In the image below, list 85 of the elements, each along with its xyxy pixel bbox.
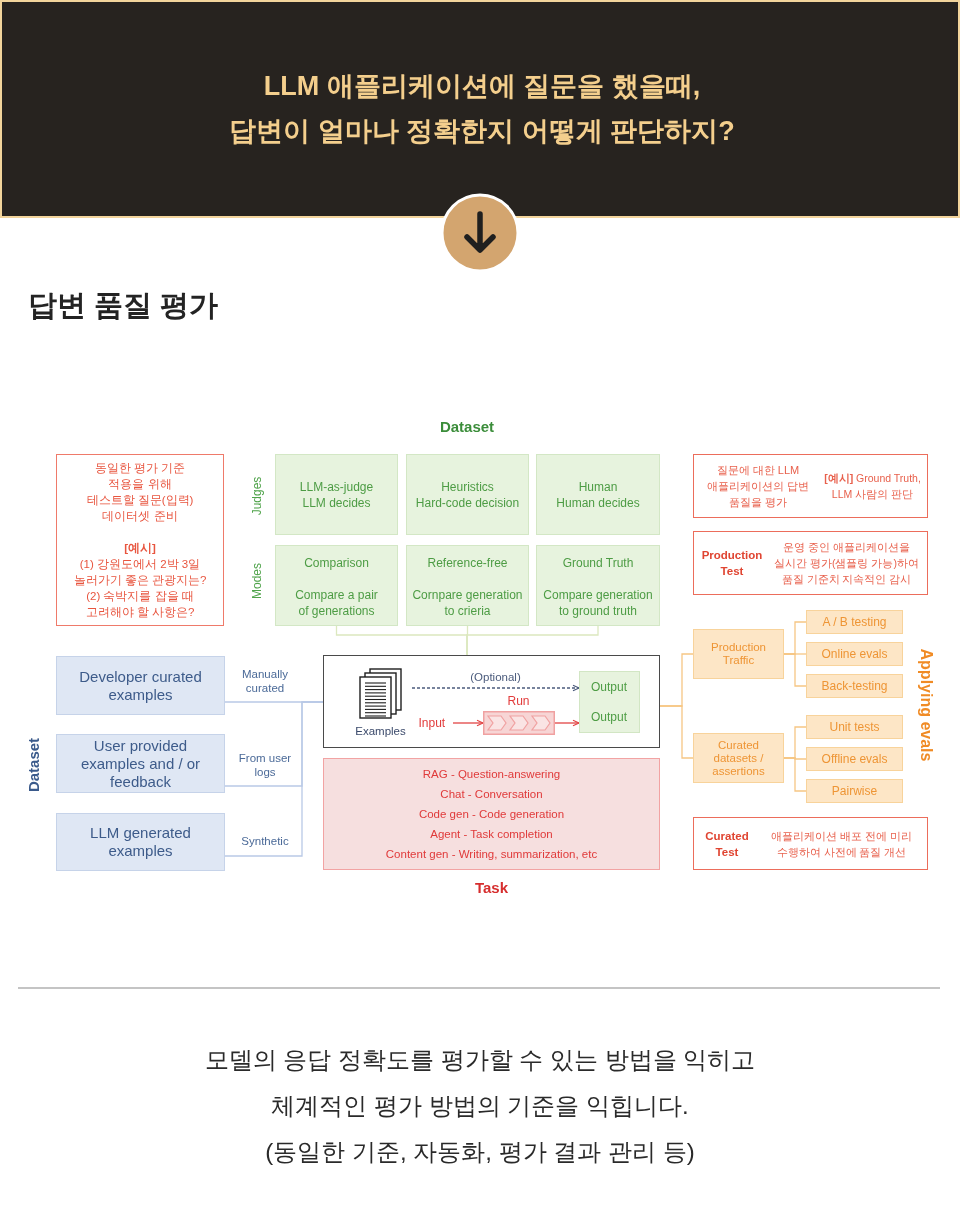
eval-method-box: [806, 674, 903, 698]
test-type-box: [693, 817, 928, 870]
eval-method-box: [806, 779, 903, 803]
note-text: 동일한 평가 기준 적용을 위해 테스트할 질문(입력) 데이터셋 준비: [85, 461, 195, 524]
example-text: [예시] Ground Truth, LLM 사람의 판단: [823, 471, 922, 502]
note-box: [693, 454, 928, 518]
card-description: LLM decides: [302, 494, 371, 511]
output-box: [578, 670, 640, 733]
source-text: LLM generated examples: [89, 824, 192, 860]
source-text: Developer curated examples: [78, 667, 203, 704]
input-label: Input: [418, 714, 446, 731]
card-description: Compare generation to ground truth: [542, 587, 654, 619]
row-label: Modes: [250, 563, 264, 599]
eval-group-box: [693, 629, 784, 679]
card-description: Hard-code decision: [415, 494, 520, 511]
task-item: Chat - Conversation: [440, 787, 543, 802]
arrow: [452, 719, 484, 727]
eval-method-text: A / B testing: [822, 615, 887, 629]
card-title: LLM-as-judge: [299, 478, 374, 495]
connector-line: [466, 625, 599, 656]
card-description: Human decides: [556, 494, 640, 511]
card-title: Reference-free: [427, 555, 508, 571]
judge-card: [275, 454, 398, 535]
caption-note: (동일한 기준, 자동화, 평가 결과 관리 등): [265, 1137, 695, 1167]
judge-card: [536, 454, 660, 535]
examples-label: Examples: [354, 723, 407, 738]
eval-method-box: [806, 715, 903, 739]
row-label: Judges: [250, 476, 264, 516]
group-heading: Applying evals: [917, 648, 935, 762]
source-text: User provided examples and / or feedback: [79, 736, 202, 791]
eval-method-box: [806, 747, 903, 771]
eval-method-box: [806, 610, 903, 634]
test-type-description: 운영 중인 애플리케이션을 실시간 평가(샘플링 가능)하여 품질 기준치 지속적인 감시: [773, 540, 920, 587]
task-item: Content gen - Writing, summarization, etc: [385, 847, 598, 862]
example-question: (2) 숙박지를 잡을 때 고려해야 할 사항은?: [84, 589, 196, 620]
test-type-title: Production Test: [700, 548, 764, 579]
arrow: [554, 719, 580, 727]
source-note: Manually curated: [241, 667, 289, 695]
connector-line: [783, 653, 807, 687]
source-note: Synthetic: [240, 834, 290, 848]
eval-method-box: [806, 642, 903, 666]
connector-line: [783, 757, 807, 792]
experiment-frame: [323, 655, 660, 748]
mode-card: [536, 545, 660, 626]
card-description: Cornpare generation to crieria: [411, 587, 524, 619]
eval-group-box: [693, 733, 784, 783]
note-box: [56, 454, 224, 626]
group-heading: Dataset: [439, 417, 495, 435]
mode-card: [275, 545, 398, 626]
eval-method-text: Pairwise: [831, 784, 878, 798]
card-title: Ground Truth: [562, 555, 634, 571]
group-heading: Dataset: [24, 737, 42, 793]
eval-method-text: Back-testing: [821, 679, 888, 693]
card-title: Heuristics: [441, 478, 494, 495]
test-type-title: Curated Test: [704, 828, 750, 860]
task-item: Code gen - Code generation: [418, 807, 565, 822]
example-heading: [예시]: [124, 541, 156, 556]
edge-label: (Optional): [468, 670, 523, 684]
card-description: Compare a pair of generations: [294, 587, 379, 619]
task-item: Agent - Task completion: [430, 827, 553, 842]
task-heading: Task: [473, 878, 510, 898]
eval-group-text: Production Traffic: [710, 641, 767, 667]
title-text: LLM 애플리케이션에 질문을 했을때, 답변이 얼마나 정확한지 어떻게 판단하지?: [228, 70, 736, 148]
example-question: (1) 강원도에서 2박 3일 놀러가기 좋은 관광지는?: [72, 557, 208, 588]
process-label: Run: [506, 692, 531, 709]
eval-group-text: Curated datasets / assertions: [711, 738, 766, 778]
test-type-description: 애플리케이션 배포 전에 미리 수행하여 사전에 품질 개선: [770, 828, 913, 860]
connector-line: [224, 701, 324, 857]
mode-card: [406, 545, 529, 626]
output-label: Output: [591, 708, 627, 725]
eval-method-text: Offline evals: [821, 752, 888, 766]
connector-line: [659, 705, 694, 759]
judge-card: [406, 454, 529, 535]
test-type-box: [693, 531, 928, 595]
caption-text: 모델의 응답 정확도를 평가할 수 있는 방법을 익히고 체계적인 평가 방법의 기준을 익힙니다.: [203, 1045, 757, 1121]
eval-method-text: Online evals: [821, 647, 888, 661]
note-text: 질문에 대한 LLM 애플리케이션의 답변 품질을 평가: [705, 463, 811, 510]
section-heading: 답변 품질 평가: [28, 288, 219, 323]
card-title: Human: [578, 478, 618, 495]
task-item: RAG - Question-answering: [422, 767, 561, 782]
source-note: From user logs: [237, 751, 293, 779]
dashed-arrow: [411, 684, 580, 692]
card-title: Comparison: [304, 555, 369, 571]
output-label: Output: [591, 678, 627, 695]
eval-method-text: Unit tests: [829, 720, 880, 734]
